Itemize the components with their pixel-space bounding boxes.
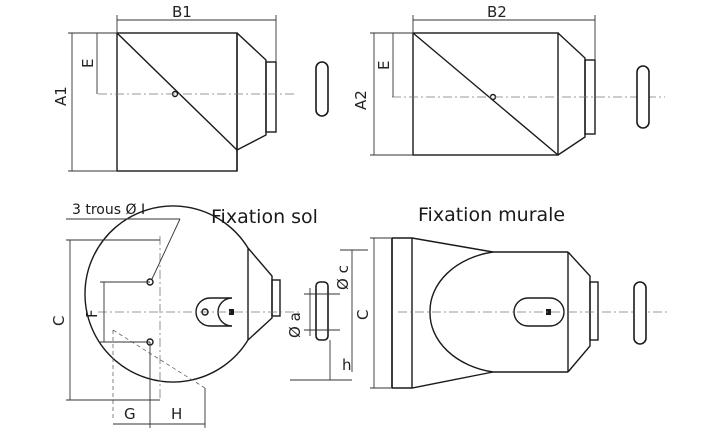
a2-label: A2	[352, 90, 370, 110]
c-label-left: C	[50, 316, 68, 326]
c-label-right: C	[354, 310, 372, 320]
a1-label: A1	[52, 86, 70, 106]
phi-a-label: Ø a	[286, 312, 304, 338]
g-label: G	[124, 405, 136, 423]
pin-icon	[315, 61, 329, 117]
wall-mount-title: Fixation murale	[418, 204, 565, 226]
pin-icon	[633, 281, 647, 345]
h-label-upper: H	[171, 405, 182, 423]
e-label-left: E	[79, 59, 97, 68]
b2-label: B2	[487, 3, 507, 21]
holes-label: 3 trous Ø I	[72, 202, 145, 218]
b1-label: B1	[172, 3, 192, 21]
f-label: F	[83, 309, 101, 318]
pin-icon	[636, 65, 650, 129]
phi-c-label: Ø c	[334, 265, 352, 290]
pin-icon	[315, 281, 329, 341]
e-label-right: E	[375, 61, 393, 70]
wall-mount-view	[370, 237, 670, 389]
floor-mount-view	[66, 205, 368, 428]
side-view-1	[68, 15, 329, 172]
h-label-lower: h	[342, 356, 352, 374]
floor-mount-title: Fixation sol	[211, 206, 318, 228]
side-view-2	[370, 15, 665, 156]
